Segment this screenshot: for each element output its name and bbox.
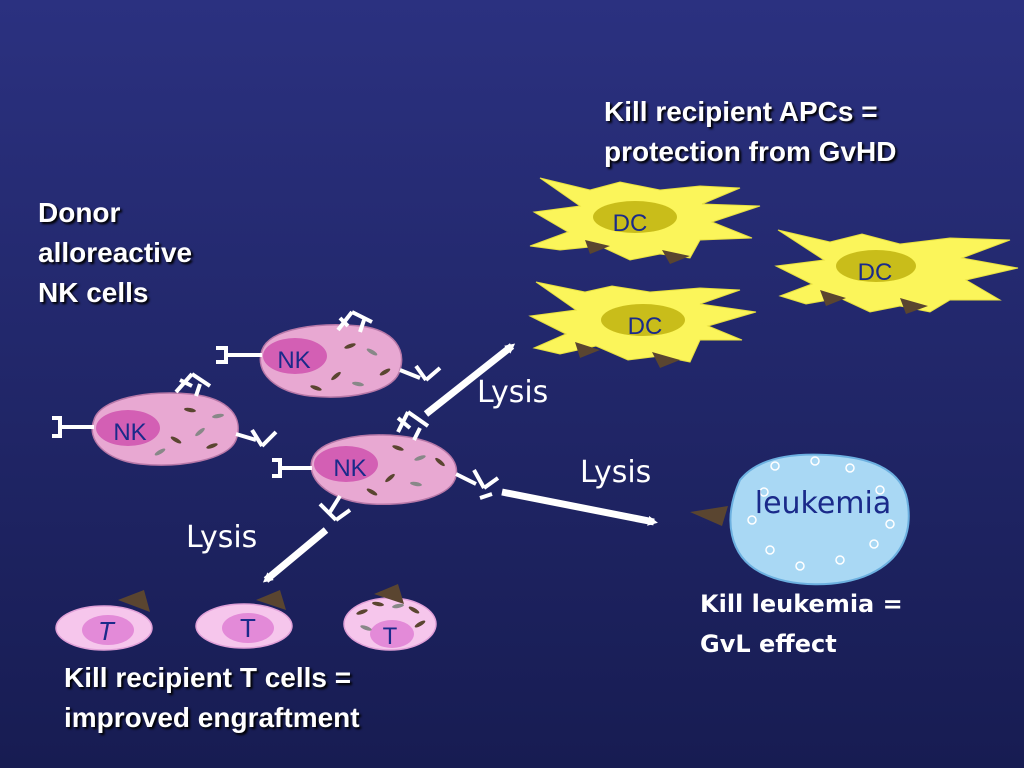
apc-caption-line-1: Kill recipient APCs = [604, 96, 878, 127]
leukemia-caption-line-2: GvL effect [700, 630, 837, 658]
arrow-to-apc [423, 343, 516, 417]
tcell-caption: Kill recipient T cells = improved engraf… [64, 658, 360, 738]
t-label-2: T [240, 613, 256, 643]
arrow-to-tcell [262, 527, 329, 583]
nk-label-3: NK [333, 455, 366, 482]
nk-label-2: NK [113, 419, 146, 446]
nk-cell-3: NK [272, 410, 500, 522]
dc-cell-3: DC [774, 229, 1019, 314]
arrow-to-leukemia [501, 488, 658, 526]
tcell-caption-line-2: improved engraftment [64, 702, 360, 733]
dc-label-3: DC [858, 259, 893, 286]
lysis-label-leukemia: Lysis [580, 455, 652, 490]
leukemia-label: leukemia [755, 486, 892, 521]
leukemia-caption-line-1: Kill leukemia = [700, 590, 903, 618]
t-label-3: T [383, 623, 398, 650]
t-cell-1: T [55, 590, 153, 651]
dc-label-2: DC [628, 313, 663, 340]
leukemia-cell: leukemia [690, 453, 910, 586]
lysis-label-tcell: Lysis [186, 520, 258, 555]
tcell-caption-line-1: Kill recipient T cells = [64, 662, 352, 693]
t-cell-2: T [195, 590, 293, 649]
apc-caption-line-2: protection from GvHD [604, 136, 897, 167]
dc-label-1: DC [613, 210, 648, 237]
t-label-1: T [98, 616, 116, 646]
t-cell-3: T [343, 584, 437, 651]
nk-cell-2: NK [52, 372, 278, 466]
donor-nk-title: Donor alloreactive NK cells [38, 193, 192, 313]
leukemia-caption: Kill leukemia = GvL effect [700, 584, 903, 664]
donor-line-1: Donor [38, 197, 121, 228]
apc-caption: Kill recipient APCs = protection from Gv… [604, 92, 896, 172]
lysis-label-apc: Lysis [477, 375, 549, 410]
donor-line-2: alloreactive [38, 237, 193, 268]
dc-cell-1: DC [529, 177, 761, 264]
nk-cell-1: NK [216, 310, 442, 398]
donor-line-3: NK cells [38, 277, 149, 308]
nk-label-1: NK [277, 347, 310, 374]
dc-cell-2: DC [528, 281, 757, 368]
